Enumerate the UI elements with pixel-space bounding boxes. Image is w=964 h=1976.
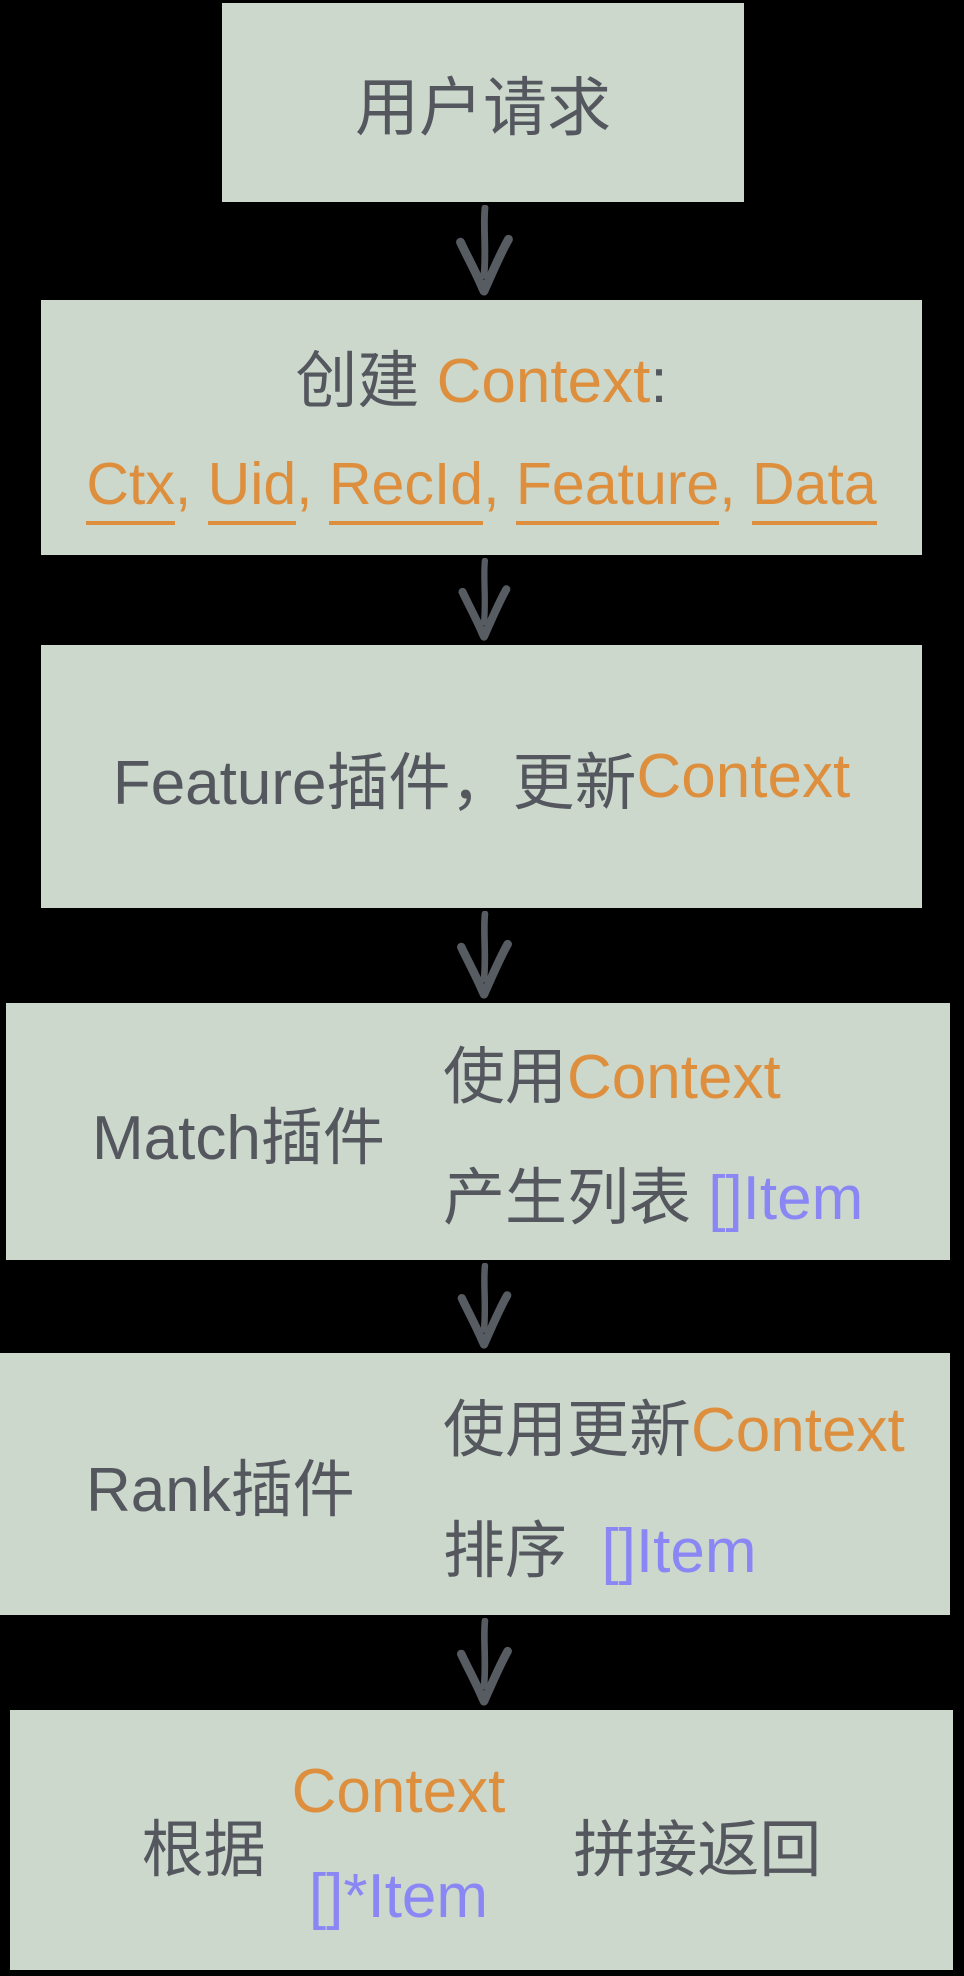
rank-detail-line1: 使用更新Context bbox=[443, 1379, 905, 1469]
sort-label: 排序 bbox=[443, 1516, 602, 1586]
flow-box-user-request: 用户请求 bbox=[222, 3, 744, 202]
arrow-down-icon bbox=[452, 1618, 516, 1707]
field-separator: , bbox=[174, 451, 208, 517]
context-token: Context bbox=[291, 1757, 506, 1826]
assemble-return-label: 拼接返回 bbox=[573, 1816, 822, 1885]
create-context-colon: : bbox=[650, 347, 668, 416]
item-pointer-slice-token: []*Item bbox=[308, 1862, 489, 1931]
field-feature: Feature bbox=[515, 450, 720, 525]
item-slice-token: []Item bbox=[601, 1516, 757, 1586]
field-recid: RecId bbox=[328, 450, 484, 525]
context-token: Context bbox=[636, 742, 851, 811]
field-separator: , bbox=[719, 451, 753, 517]
context-fields-line: Ctx , Uid , RecId , Feature , Data bbox=[86, 450, 877, 525]
context-token: Context bbox=[436, 347, 651, 416]
context-token: Context bbox=[567, 1043, 781, 1112]
rank-detail-line2: 排序 []Item bbox=[443, 1500, 756, 1590]
create-context-line1: 创建 Context : bbox=[295, 330, 667, 420]
rank-plugin-label: Rank插件 bbox=[86, 1456, 355, 1525]
field-separator: , bbox=[296, 451, 329, 517]
arrow-down-icon bbox=[452, 1263, 516, 1350]
context-token: Context bbox=[691, 1395, 905, 1465]
rank-plugin-detail: 使用更新Context 排序 []Item bbox=[443, 1379, 905, 1590]
according-to-label: 根据 bbox=[141, 1816, 266, 1885]
flow-box-create-context: 创建 Context : Ctx , Uid , RecId , Feature… bbox=[41, 300, 922, 555]
field-separator: , bbox=[483, 451, 516, 517]
arrow-down-icon bbox=[452, 911, 516, 1000]
match-plugin-detail: 使用Context 产生列表 []Item bbox=[443, 1026, 863, 1237]
field-ctx: Ctx bbox=[86, 450, 175, 525]
match-plugin-label: Match插件 bbox=[92, 1103, 385, 1173]
user-request-label: 用户请求 bbox=[355, 71, 611, 144]
assemble-inputs-stack: Context []*Item bbox=[292, 1756, 506, 1932]
field-data: Data bbox=[752, 450, 877, 525]
produce-list-label: 产生列表 bbox=[443, 1164, 709, 1233]
flow-box-feature-plugin: Feature插件，更新 Context bbox=[41, 645, 922, 908]
arrow-down-icon bbox=[452, 558, 516, 642]
create-context-prefix: 创建 bbox=[295, 347, 437, 416]
match-detail-line2: 产生列表 []Item bbox=[443, 1147, 863, 1237]
item-slice-token: []Item bbox=[708, 1164, 864, 1233]
flow-box-rank-plugin: Rank插件 使用更新Context 排序 []Item bbox=[0, 1353, 950, 1615]
flow-box-match-plugin: Match插件 使用Context 产生列表 []Item bbox=[6, 1003, 950, 1260]
feature-plugin-text: Feature插件，更新 bbox=[112, 748, 637, 818]
flow-box-assemble-return: 根据 Context []*Item 拼接返回 bbox=[10, 1710, 953, 1970]
match-detail-line1: 使用Context bbox=[443, 1026, 781, 1116]
arrow-down-icon bbox=[452, 205, 516, 297]
field-uid: Uid bbox=[207, 450, 297, 525]
use-updated-label: 使用更新 bbox=[443, 1395, 692, 1465]
use-label: 使用 bbox=[443, 1043, 568, 1112]
